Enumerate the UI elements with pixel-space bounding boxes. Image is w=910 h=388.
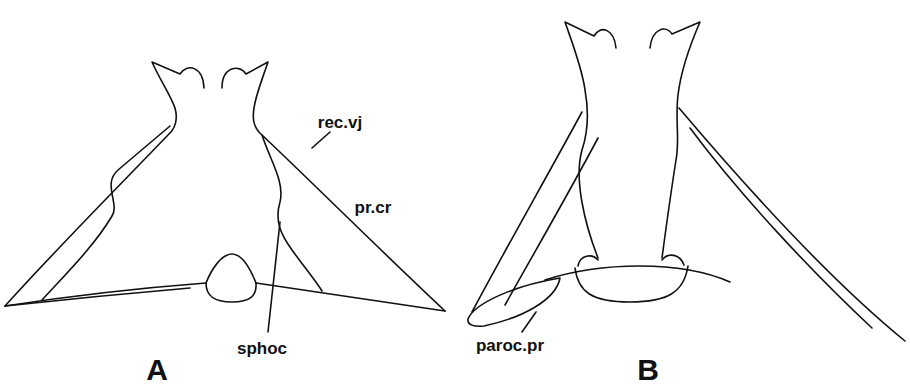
figure-b-outline bbox=[468, 22, 905, 341]
part-label: rec.vj bbox=[318, 114, 362, 131]
panel-letter: A bbox=[146, 355, 168, 385]
leader-lines-b bbox=[522, 312, 536, 332]
part-label: sphoc bbox=[237, 340, 287, 357]
panel-letter: B bbox=[637, 355, 659, 385]
part-label: paroc.pr bbox=[476, 337, 544, 354]
part-label: pr.cr bbox=[355, 199, 392, 216]
figure-a-outline bbox=[5, 62, 445, 311]
leader-lines-a bbox=[268, 132, 330, 332]
